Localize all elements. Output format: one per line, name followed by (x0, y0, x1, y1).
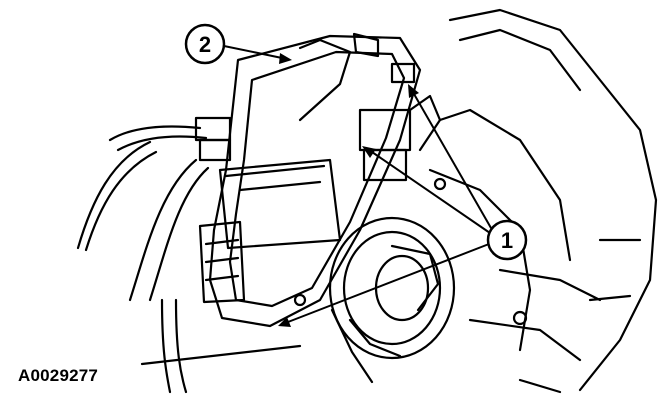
wiring-harness (76, 116, 232, 394)
column-housing (293, 8, 658, 394)
leader-line (140, 344, 302, 366)
clockspring-assembly (208, 32, 422, 328)
callout-1-label: 1 (501, 228, 513, 253)
steering-shaft-ring (328, 216, 456, 384)
callout-2-label: 2 (199, 32, 211, 57)
callout-2 (184, 23, 292, 65)
figure-reference-code: A0029277 (18, 366, 99, 385)
callout-1 (278, 84, 528, 327)
